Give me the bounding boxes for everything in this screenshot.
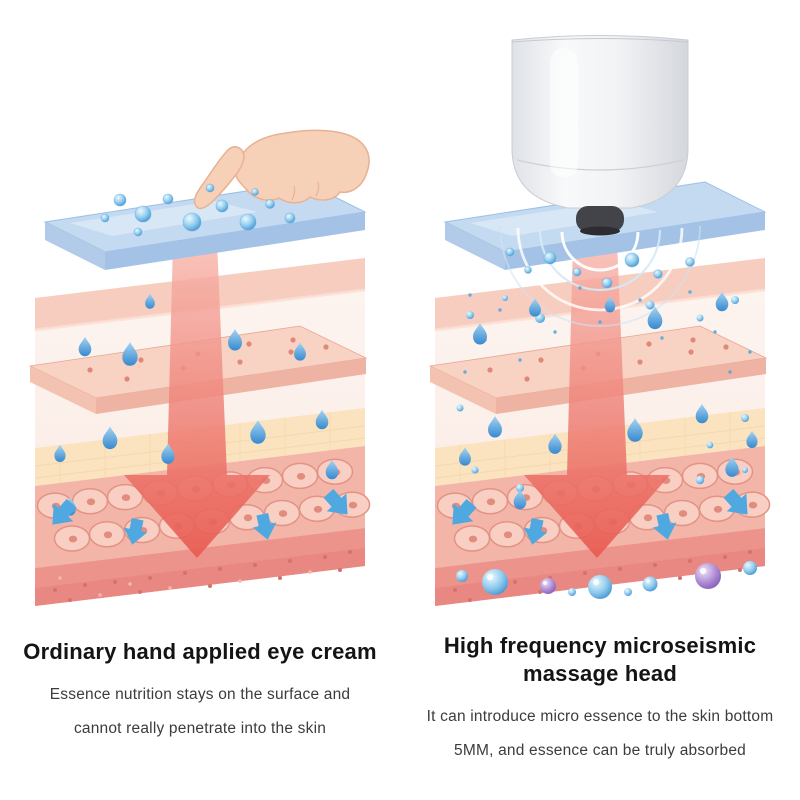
subcutaneous-layer — [35, 528, 365, 606]
hand-illustration — [193, 129, 370, 210]
right-title: High frequency microseismic massage head — [400, 632, 800, 688]
left-description-line-2: cannot really penetrate into the skin — [73, 720, 327, 737]
surface-bubbles — [100, 183, 296, 237]
left-description-line-1: Essence nutrition stays on the surface a… — [49, 686, 351, 703]
panel-massage-head: High frequency microseismic massage head… — [400, 0, 800, 800]
microseismic-illustration — [428, 35, 771, 606]
essence-micro-dots — [463, 286, 752, 374]
caption-right: High frequency microseismic massage head… — [400, 622, 800, 768]
right-description-line-2: 5MM, and essence can be truly absorbed — [454, 742, 746, 759]
right-title-line-1: High frequency microseismic — [443, 633, 757, 658]
right-description: It can introduce micro essence to the sk… — [400, 700, 800, 768]
hand-applied-illustration — [28, 129, 371, 606]
device-tip — [576, 206, 624, 232]
panel-hand-applied: Ordinary hand applied eye cream Essence … — [0, 129, 400, 746]
surface-bubbles — [505, 247, 695, 289]
left-description: Essence nutrition stays on the surface a… — [0, 678, 400, 746]
skin-block — [28, 258, 371, 606]
right-title-line-2: massage head — [522, 661, 678, 686]
right-description-line-1: It can introduce micro essence to the sk… — [426, 708, 774, 725]
red-penetration-arrow — [524, 242, 670, 558]
essence-micro-bubbles — [456, 295, 749, 492]
massage-device-illustration — [511, 35, 689, 236]
left-title: Ordinary hand applied eye cream — [23, 639, 377, 664]
red-penetration-arrow — [124, 242, 270, 558]
absorbed-essence-bubbles — [456, 561, 757, 599]
caption-left: Ordinary hand applied eye cream Essence … — [0, 622, 400, 746]
